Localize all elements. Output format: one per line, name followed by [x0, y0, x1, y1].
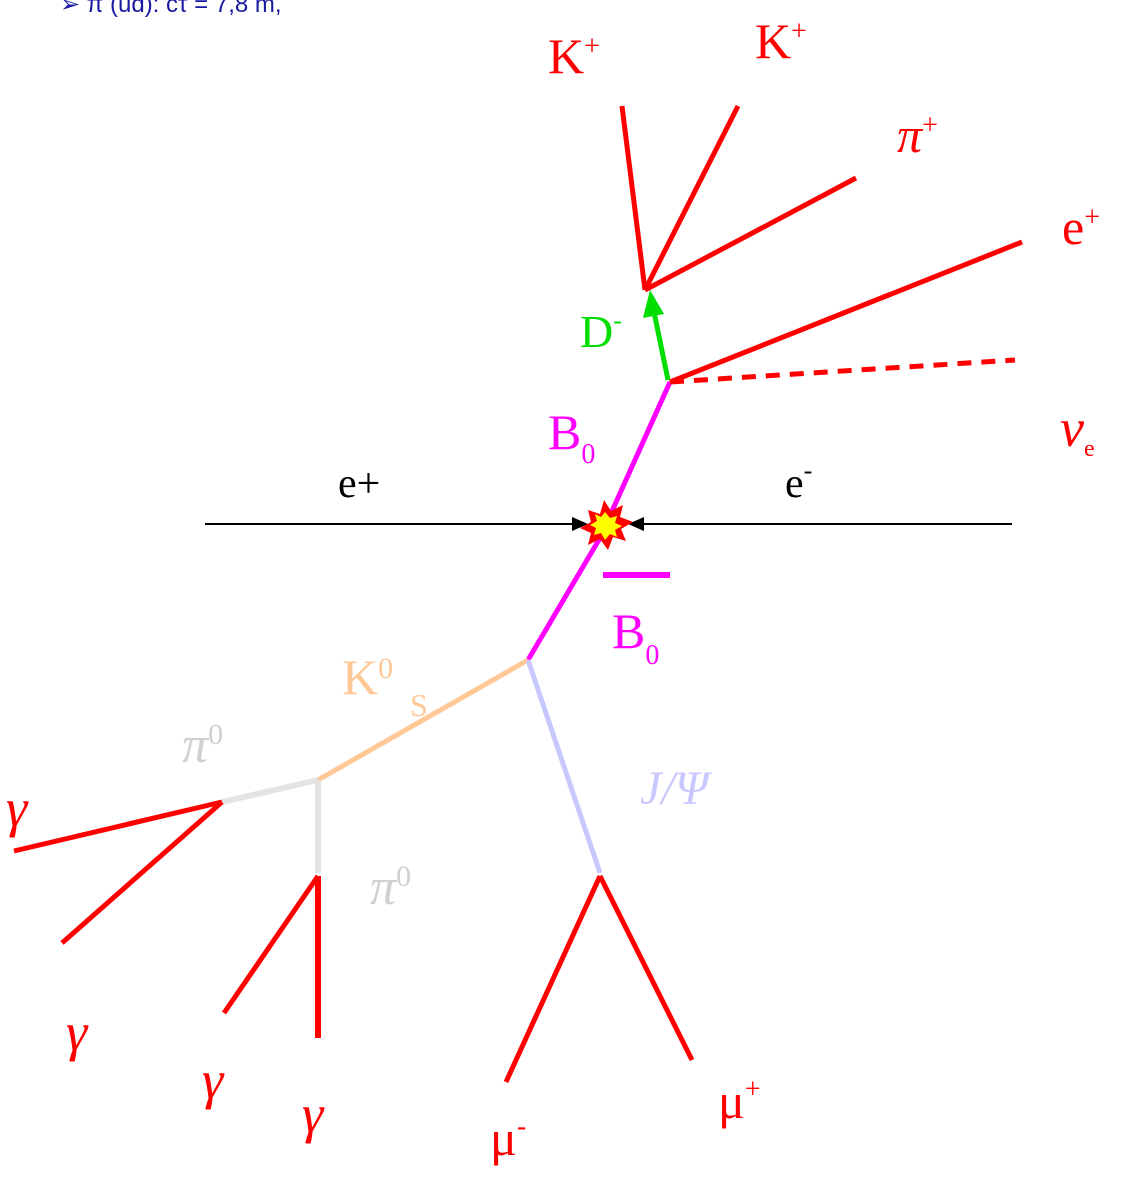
- k0s-track: [316, 657, 530, 783]
- collision-burst-core: [590, 512, 622, 540]
- pi-plus-label: π+: [897, 107, 938, 163]
- e-plus-out-track: [669, 239, 1023, 385]
- gamma-3-track: [221, 874, 321, 1015]
- pi-plus-track: [643, 175, 858, 293]
- mu-minus-label: μ-: [490, 1110, 526, 1166]
- e-minus-beam-label: e-: [785, 456, 812, 507]
- b0bar-track: [525, 536, 603, 662]
- gamma-1-track: [13, 799, 223, 854]
- e-minus-beam-arrowhead: [628, 517, 644, 531]
- neutrino-track: [669, 357, 1016, 385]
- k-plus-2-track: [642, 104, 741, 292]
- pi0-a-track: [221, 777, 319, 805]
- mu-minus-track: [503, 874, 603, 1084]
- gamma-2-track: [60, 800, 224, 945]
- pi0-a-label: π0: [182, 717, 223, 774]
- k-plus-2-label: K+: [755, 13, 807, 69]
- gamma-3-label: γ: [202, 1050, 225, 1110]
- mu-plus-track: [597, 874, 695, 1062]
- d-minus-track: [651, 311, 671, 381]
- b0bar-label: B0: [612, 603, 659, 671]
- b0-track: [605, 380, 673, 522]
- e-plus-out-label: e+: [1062, 199, 1100, 255]
- gamma-1-label: γ: [6, 778, 29, 838]
- b0-label: B0: [548, 404, 595, 470]
- e-plus-beam-label: e+: [338, 461, 380, 507]
- neutrino-label: νe: [1060, 398, 1095, 462]
- k0s-label: K0S: [342, 649, 428, 723]
- d-minus-label: D-: [580, 306, 622, 357]
- k-plus-1-track: [619, 105, 648, 291]
- k-plus-1-label: K+: [548, 28, 600, 84]
- header-note: ➢ π (ud): cτ = 7,8 m,: [60, 0, 282, 18]
- jpsi-label: J/Ψ: [640, 762, 713, 815]
- gamma-4-label: γ: [302, 1084, 325, 1144]
- e-plus-beam-arrowhead: [572, 517, 588, 531]
- gamma-2-label: γ: [66, 1002, 89, 1062]
- jpsi-track: [525, 659, 603, 874]
- d-minus-arrowhead: [643, 290, 664, 318]
- pi0-b-label: π0: [370, 859, 411, 916]
- mu-plus-label: μ+: [718, 1073, 761, 1129]
